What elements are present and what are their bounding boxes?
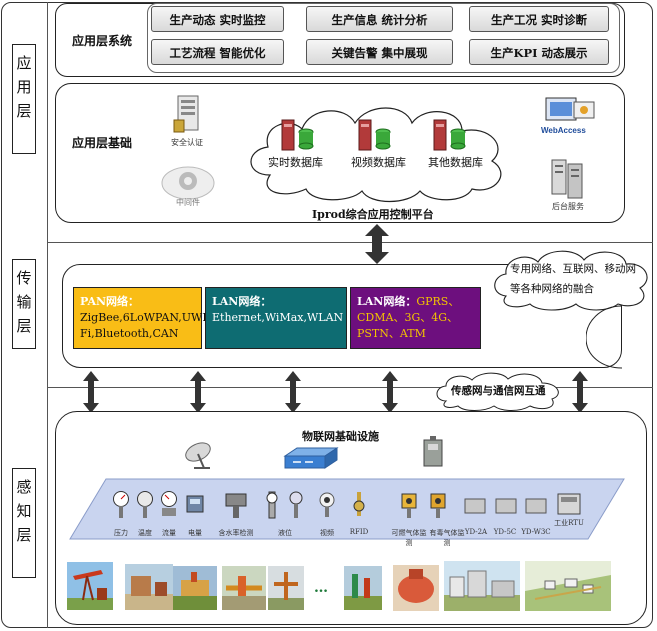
level-gauge-icon xyxy=(266,491,278,519)
button-statistics-analysis[interactable]: 生产信息 统计分析 xyxy=(306,6,453,32)
network-switch-icon xyxy=(283,447,339,469)
middleware-caption: 中间件 xyxy=(176,198,200,207)
webaccess-icon xyxy=(545,97,595,121)
power-meter-icon xyxy=(186,495,204,513)
realtime-database-label: 实时数据库 xyxy=(268,156,323,169)
caption-industrial-rtu: 工业RTU xyxy=(554,519,584,527)
transport-perception-arrow-4 xyxy=(382,371,398,413)
pan-network-box: PAN网络： ZigBee,6LoWPAN,UWB,Wi-Fi,Bluetooth… xyxy=(73,287,232,349)
fusion-cloud xyxy=(494,250,648,311)
wan-network-head: LAN网络： xyxy=(357,295,417,308)
yd-2a-icon xyxy=(464,498,486,514)
other-database-icon xyxy=(433,119,466,151)
wan-network-box: LAN网络：GPRS、CDMA、3G、4G、PSTN、ATM xyxy=(350,287,481,349)
interconnect-cloud xyxy=(436,372,559,411)
caption-water-cut: 含水率检测 xyxy=(218,529,254,537)
application-base-label: 应用层基础 xyxy=(72,136,133,150)
button-kpi-display[interactable]: 生产KPI 动态展示 xyxy=(469,39,609,65)
caption-rfid: RFID xyxy=(349,528,369,536)
caption-toxic-gas: 有毒气体监测 xyxy=(429,529,465,547)
water-cut-meter-icon xyxy=(225,493,247,518)
yd-w3c-icon xyxy=(525,498,547,514)
security-server-icon xyxy=(173,95,199,133)
caption-flow: 流量 xyxy=(162,529,176,537)
layer-divider xyxy=(47,2,48,628)
pan-network-head: PAN网络： xyxy=(80,295,140,308)
backend-service-icon xyxy=(551,159,583,199)
layer-separator-bottom xyxy=(47,387,653,388)
industrial-site-photo xyxy=(444,561,520,611)
temperature-sensor-icon xyxy=(137,491,153,518)
pan-network-text: ZigBee,6LoWPAN,UWB,Wi-Fi,Bluetooth,CAN xyxy=(80,311,233,340)
industrial-rtu-icon xyxy=(557,493,581,515)
field-photo-5 xyxy=(268,566,304,610)
button-key-alarm[interactable]: 关键告警 集中展现 xyxy=(306,39,453,65)
rtu-device-icon xyxy=(423,436,443,467)
layer-separator-top xyxy=(47,242,653,243)
transport-right-arc xyxy=(586,305,623,369)
lan-network-box: LAN网络： Ethernet,WiMax,WLAN xyxy=(205,287,347,349)
backend-service-caption: 后台服务 xyxy=(552,202,584,211)
button-realtime-monitor[interactable]: 生产动态 实时监控 xyxy=(151,6,284,32)
layer-label-perception: 感知层 xyxy=(12,468,36,578)
level-transmitter-icon xyxy=(289,491,303,518)
caption-pressure: 压力 xyxy=(114,529,128,537)
wan-network-text: GPRS、CDMA、3G、4G、PSTN、ATM xyxy=(357,295,460,340)
device-strip xyxy=(69,478,625,540)
field-photo-4 xyxy=(222,566,266,610)
caption-yd-w3c: YD-W3C xyxy=(521,528,551,536)
field-photo-6 xyxy=(344,566,382,610)
other-database-label: 其他数据库 xyxy=(428,156,483,169)
video-database-icon xyxy=(358,119,391,151)
yd-5c-icon xyxy=(495,498,517,514)
caption-level: 液位 xyxy=(278,529,292,537)
flow-meter-icon xyxy=(161,491,177,516)
layer-label-application-text: 应用层 xyxy=(16,54,32,120)
webaccess-caption: WebAccess xyxy=(541,126,586,135)
interconnect-note: 传感网与通信网互通 xyxy=(451,385,546,397)
toxic-gas-detector-icon xyxy=(430,493,446,518)
lan-network-text: Ethernet,WiMax,WLAN xyxy=(212,311,344,324)
middleware-icon xyxy=(161,166,215,200)
security-auth-caption: 安全认证 xyxy=(171,138,203,147)
caption-temperature: 温度 xyxy=(138,529,152,537)
transport-perception-arrow-5 xyxy=(572,371,588,413)
caption-gas: 可燃气体监测 xyxy=(391,529,427,547)
transport-perception-arrow-2 xyxy=(190,371,206,413)
video-database-label: 视频数据库 xyxy=(351,156,406,169)
layer-label-perception-text: 感知层 xyxy=(16,478,32,544)
field-photo-2 xyxy=(125,564,173,610)
layer-label-application: 应用层 xyxy=(12,44,36,154)
caption-video: 视频 xyxy=(320,529,334,537)
button-process-optimization[interactable]: 工艺流程 智能优化 xyxy=(151,39,284,65)
platform-label: Iprod综合应用控制平台 xyxy=(312,208,434,221)
layer-label-transport: 传输层 xyxy=(12,259,36,349)
pressure-gauge-icon xyxy=(113,491,129,518)
caption-yd-5c: YD-5C xyxy=(493,528,517,536)
field-photo-3 xyxy=(173,566,217,610)
application-system-label: 应用层系统 xyxy=(72,34,133,48)
field-photo-7 xyxy=(393,565,439,611)
lan-network-head: LAN网络： xyxy=(212,295,272,308)
transport-perception-arrow-1 xyxy=(83,371,99,413)
pumpjack-photo xyxy=(67,562,113,610)
layer-label-transport-text: 传输层 xyxy=(16,269,32,335)
fusion-note: 专用网络、互联网、移动网等各种网络的融合 xyxy=(510,263,636,295)
realtime-database-icon xyxy=(281,119,314,151)
satellite-dish-icon xyxy=(185,442,211,469)
gas-detector-icon xyxy=(401,493,417,518)
video-camera-icon xyxy=(319,492,335,517)
photo-ellipsis: … xyxy=(314,580,328,596)
transport-perception-arrow-3 xyxy=(285,371,301,413)
caption-yd-2a: YD-2A xyxy=(464,528,488,536)
plant-overview-photo xyxy=(525,561,611,611)
caption-power: 电量 xyxy=(188,529,202,537)
perception-title: 物联网基础设施 xyxy=(302,430,379,443)
button-realtime-diagnosis[interactable]: 生产工况 实时诊断 xyxy=(469,6,609,32)
app-transport-arrow xyxy=(365,224,389,264)
rfid-reader-icon xyxy=(353,492,365,516)
